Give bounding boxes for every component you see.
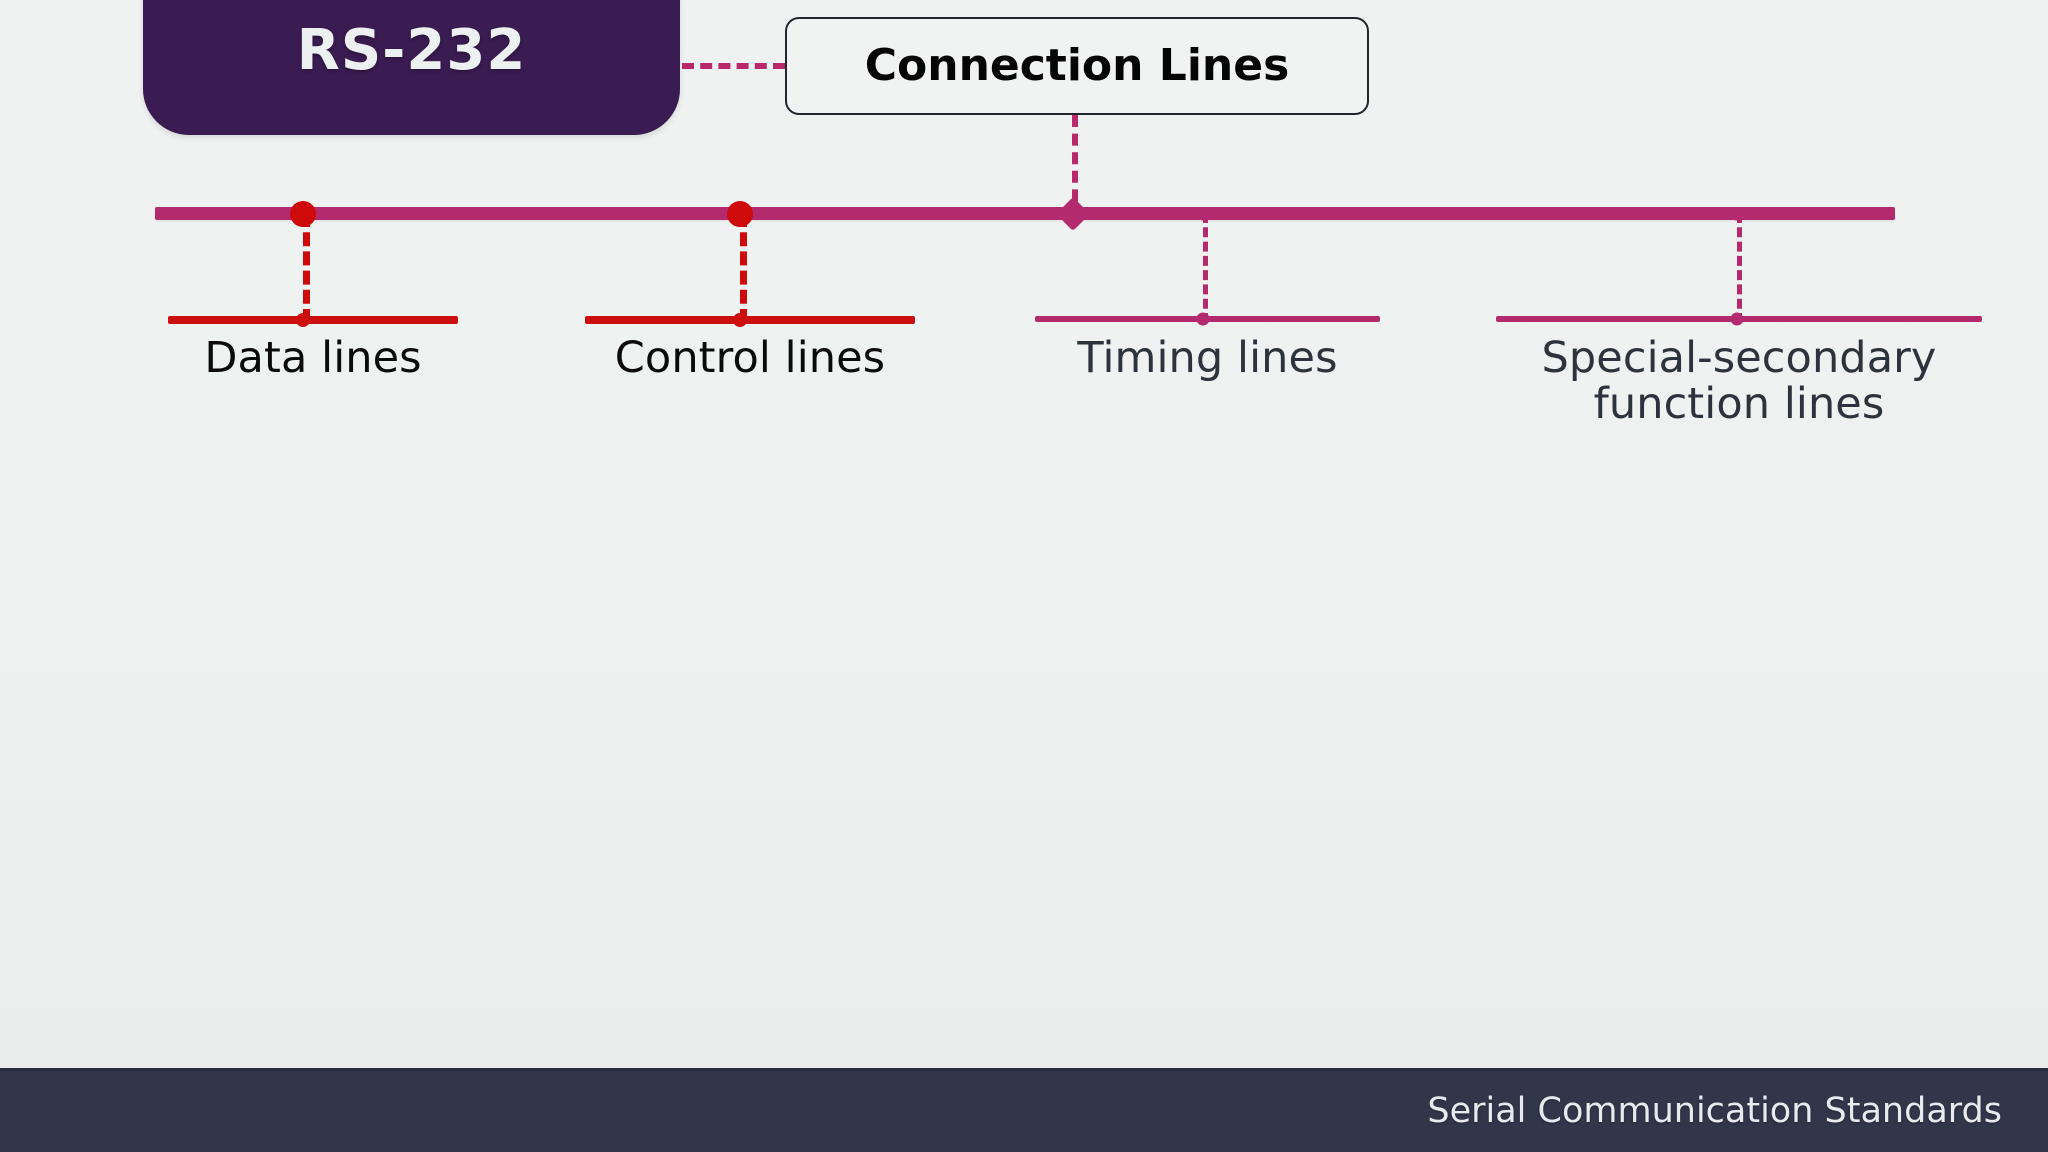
branch-rule-control-lines bbox=[585, 316, 915, 324]
footer-text: Serial Communication Standards bbox=[1427, 1091, 2002, 1131]
badge-to-topic-connector bbox=[682, 63, 785, 69]
branch-dot-data-lines bbox=[296, 313, 310, 327]
topic-to-spine-connector bbox=[1072, 115, 1078, 220]
branch-label-control-lines: Control lines bbox=[614, 333, 886, 383]
spine-diamond-marker bbox=[1056, 197, 1090, 231]
topic-node-label: Connection Lines bbox=[864, 40, 1290, 91]
footer-bar: Serial Communication Standards bbox=[0, 1068, 2048, 1152]
timeline-spine bbox=[155, 207, 1895, 220]
branch-label-data-lines: Data lines bbox=[204, 333, 422, 383]
branch-drop-timing-lines bbox=[1203, 213, 1208, 323]
branch-label-timing-lines: Timing lines bbox=[1077, 333, 1338, 383]
root-concept-label: RS-232 bbox=[296, 18, 527, 83]
branch-label-special-secondary: Special-secondary function lines bbox=[1541, 333, 1937, 430]
topic-node-connection-lines: Connection Lines bbox=[785, 17, 1369, 115]
branch-drop-data-lines bbox=[303, 213, 310, 323]
branch-drop-special-secondary bbox=[1737, 213, 1742, 323]
branch-drop-control-lines bbox=[740, 213, 747, 323]
branch-dot-control-lines bbox=[733, 313, 747, 327]
branch-dot-special-secondary bbox=[1730, 312, 1744, 326]
branch-dot-timing-lines bbox=[1196, 312, 1210, 326]
root-concept-badge: RS-232 bbox=[143, 0, 680, 135]
branch-rule-data-lines bbox=[168, 316, 458, 324]
